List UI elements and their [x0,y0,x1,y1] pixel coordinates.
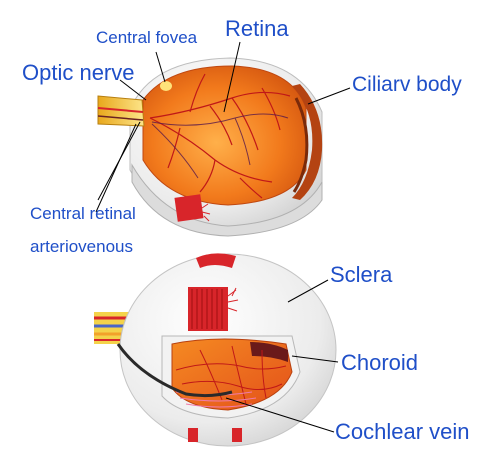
top-muscle-patch [174,194,204,222]
leader-lines [95,41,351,433]
label-choroid: Choroid [341,350,419,375]
top-eye-section [97,57,323,237]
label-central-retinal: Central retinal [30,204,136,223]
label-retina: Retina [225,16,289,41]
leader-retina [223,41,241,113]
top-ciliary-band [292,84,323,200]
leader-optic-nerve [119,79,147,101]
label-optic-nerve: Optic nerve [22,60,135,85]
label-arteriovenous: arteriovenous [30,237,134,256]
leader-choroid [291,355,339,363]
leader-sclera [287,279,329,303]
label-central-fovea: Central fovea [96,28,198,47]
leader-central-retinal-2 [95,123,137,213]
label-sclera: Sclera [330,262,393,287]
bottom-upper-muscle [188,287,228,331]
bottom-vein-line [116,343,233,398]
top-fovea-spot [160,81,172,91]
label-ciliary-body: Ciliarv body [352,73,462,96]
label-cochlear-vein: Cochlear vein [335,419,470,444]
leader-cochlear-vein [225,397,335,433]
leader-central-fovea [155,51,166,83]
leader-ciliary-body [307,87,351,105]
bottom-eye-section [94,253,337,447]
top-retina-vessels [149,73,291,199]
